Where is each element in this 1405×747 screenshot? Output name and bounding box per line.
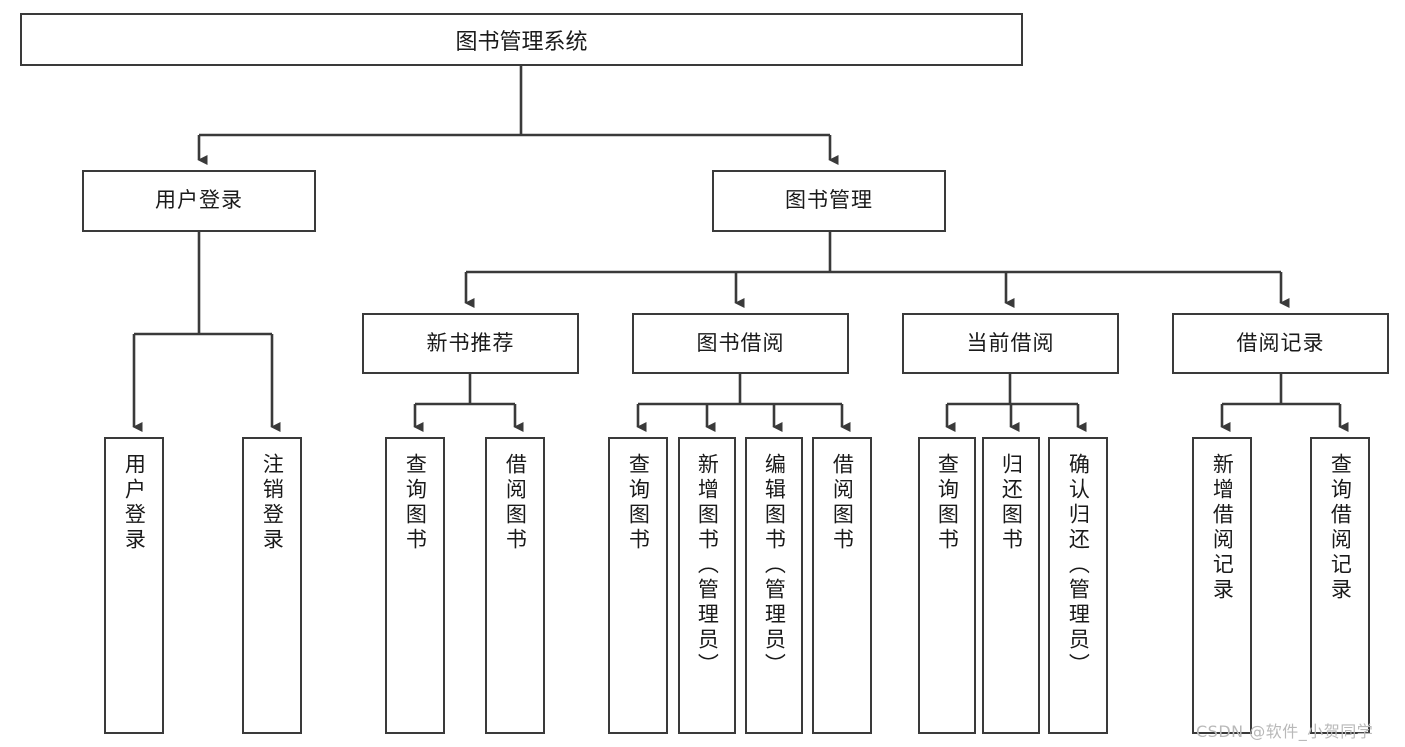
node-leaf-query-book-recommend[interactable]: 查询图书 bbox=[385, 437, 445, 734]
node-leaf-return-book[interactable]: 归还图书 bbox=[982, 437, 1040, 734]
leaf-label: 注销登录 bbox=[260, 453, 285, 553]
node-leaf-add-book-admin[interactable]: 新增图书（管理员） bbox=[678, 437, 736, 734]
leaf-label: 用户登录 bbox=[122, 453, 147, 553]
leaf-label: 查询图书 bbox=[626, 453, 651, 553]
node-leaf-edit-book-admin[interactable]: 编辑图书（管理员） bbox=[745, 437, 803, 734]
node-leaf-user-login[interactable]: 用户登录 bbox=[104, 437, 164, 734]
node-current-borrow[interactable]: 当前借阅 bbox=[902, 313, 1119, 374]
node-leaf-query-borrow-record[interactable]: 查询借阅记录 bbox=[1310, 437, 1370, 734]
node-leaf-query-book-borrow[interactable]: 查询图书 bbox=[608, 437, 668, 734]
node-user-login[interactable]: 用户登录 bbox=[82, 170, 316, 232]
leaf-label: 新增借阅记录 bbox=[1210, 453, 1235, 603]
node-leaf-borrow-book[interactable]: 借阅图书 bbox=[812, 437, 872, 734]
node-leaf-borrow-book-recommend[interactable]: 借阅图书 bbox=[485, 437, 545, 734]
leaf-label: 查询图书 bbox=[935, 453, 960, 553]
node-new-book-recommend[interactable]: 新书推荐 bbox=[362, 313, 579, 374]
leaf-label: 查询图书 bbox=[403, 453, 428, 553]
leaf-label: 查询借阅记录 bbox=[1328, 453, 1353, 603]
leaf-label: 归还图书 bbox=[999, 453, 1024, 553]
node-leaf-add-borrow-record[interactable]: 新增借阅记录 bbox=[1192, 437, 1252, 734]
leaf-label: 借阅图书 bbox=[830, 453, 855, 553]
leaf-label: 确认归还（管理员） bbox=[1066, 453, 1091, 678]
leaf-label: 新增图书（管理员） bbox=[695, 453, 720, 678]
node-borrow-record[interactable]: 借阅记录 bbox=[1172, 313, 1389, 374]
node-root-system[interactable]: 图书管理系统 bbox=[20, 13, 1023, 66]
leaf-label: 编辑图书（管理员） bbox=[762, 453, 787, 678]
node-book-management[interactable]: 图书管理 bbox=[712, 170, 946, 232]
node-leaf-confirm-return-admin[interactable]: 确认归还（管理员） bbox=[1048, 437, 1108, 734]
node-leaf-query-book-current[interactable]: 查询图书 bbox=[918, 437, 976, 734]
leaf-label: 借阅图书 bbox=[503, 453, 528, 553]
csdn-watermark: CSDN @软件_小贺同学 bbox=[1196, 722, 1374, 741]
node-leaf-logout-login[interactable]: 注销登录 bbox=[242, 437, 302, 734]
node-book-borrow[interactable]: 图书借阅 bbox=[632, 313, 849, 374]
